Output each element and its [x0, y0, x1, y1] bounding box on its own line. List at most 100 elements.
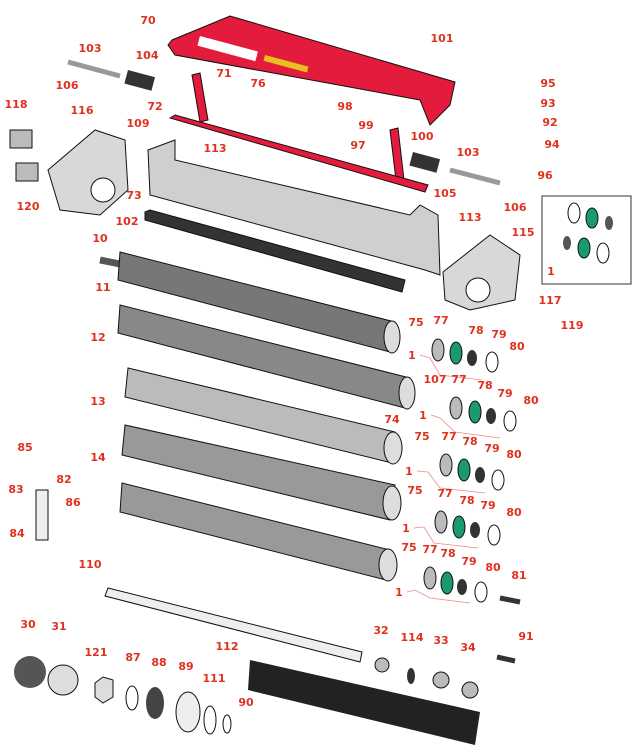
part-label: 79 — [461, 555, 476, 568]
part-label: 1 — [408, 349, 416, 362]
shaft-part — [104, 587, 363, 663]
brush-part — [248, 660, 480, 745]
part-label: 74 — [384, 413, 400, 426]
part-label: 78 — [459, 494, 474, 507]
part-label: 93 — [540, 97, 555, 110]
part-label: 86 — [65, 496, 81, 509]
part-label: 107 — [424, 373, 447, 386]
side-plate-right — [442, 234, 521, 311]
part-label: 119 — [561, 319, 584, 332]
part-label: 11 — [95, 281, 110, 294]
gear-part — [374, 657, 390, 673]
part-label: 33 — [433, 634, 448, 647]
part-label: 100 — [411, 130, 434, 143]
part-label: 103 — [79, 42, 102, 55]
side-plate-left — [47, 129, 129, 216]
part-label: 1 — [419, 409, 427, 422]
part-label: 104 — [136, 49, 159, 62]
part-label: 113 — [459, 211, 482, 224]
part-label: 111 — [203, 672, 226, 685]
part-label: 75 — [408, 316, 423, 329]
gear-part — [461, 681, 479, 699]
part-label: 78 — [468, 324, 483, 337]
part-label: 70 — [140, 14, 156, 27]
part-label: 105 — [434, 187, 457, 200]
part-label: 73 — [126, 189, 141, 202]
bearing-bore — [90, 177, 116, 203]
ring-part — [203, 705, 217, 735]
part-label: 32 — [373, 624, 388, 637]
bedknife-part — [144, 209, 406, 293]
housing-part — [147, 139, 441, 276]
part-label: 89 — [178, 660, 193, 673]
part-label: 106 — [56, 79, 79, 92]
part-label: 103 — [457, 146, 480, 159]
part-label: 77 — [433, 314, 448, 327]
part-label: 78 — [440, 547, 455, 560]
ring-part — [222, 714, 232, 734]
gear-part — [432, 671, 450, 689]
part-label: 10 — [92, 232, 108, 245]
part-label: 75 — [401, 541, 416, 554]
washer-part — [125, 685, 139, 711]
part-label: 75 — [414, 430, 429, 443]
bearing-bore — [465, 277, 491, 303]
part-label: 92 — [542, 116, 557, 129]
bracket-85-part — [35, 489, 49, 541]
part-label: 113 — [204, 142, 227, 155]
rod-part — [449, 167, 501, 186]
part-label: 85 — [17, 441, 32, 454]
part-label: 98 — [337, 100, 352, 113]
part-label: 79 — [480, 499, 495, 512]
part-label: 94 — [544, 138, 560, 151]
part-label: 14 — [90, 451, 106, 464]
part-label: 77 — [451, 373, 466, 386]
warning-decal-part — [263, 55, 309, 73]
spring-part — [124, 70, 156, 91]
bolt-part — [496, 654, 516, 664]
part-label: 77 — [437, 487, 452, 500]
part-label: 83 — [8, 483, 23, 496]
rod-part — [67, 59, 121, 79]
part-label: 121 — [85, 646, 108, 659]
sprocket-part — [14, 656, 46, 688]
part-label: 90 — [238, 696, 254, 709]
part-label: 117 — [539, 294, 562, 307]
bracket-part — [191, 72, 209, 123]
part-label: 115 — [512, 226, 535, 239]
part-label: 1 — [547, 265, 555, 278]
gear-part — [47, 664, 79, 696]
part-label: 78 — [462, 435, 477, 448]
part-label: 80 — [506, 506, 522, 519]
washer-part — [407, 668, 415, 684]
part-label: 82 — [56, 473, 71, 486]
part-label: 81 — [511, 569, 526, 582]
part-label: 75 — [407, 484, 422, 497]
part-label: 1 — [405, 465, 413, 478]
part-label: 116 — [71, 104, 94, 117]
part-label: 77 — [422, 543, 437, 556]
part-label: 80 — [485, 561, 501, 574]
bearing-kits — [423, 338, 517, 603]
part-label: 99 — [358, 119, 373, 132]
part-label: 72 — [147, 100, 162, 113]
part-label: 71 — [216, 67, 231, 80]
part-label: 80 — [506, 448, 522, 461]
bracket-part — [389, 127, 405, 181]
part-label: 88 — [151, 656, 166, 669]
part-label: 79 — [497, 387, 512, 400]
cup-part — [175, 691, 201, 733]
part-label: 80 — [523, 394, 539, 407]
bar-part — [168, 114, 429, 193]
part-label: 79 — [491, 328, 506, 341]
cover-part — [167, 15, 456, 126]
part-label: 1 — [395, 586, 403, 599]
bolt-part — [499, 595, 521, 605]
part-label: 1 — [402, 522, 410, 535]
part-labels: 70 101 103 104 106 71 76 118 116 72 98 9… — [5, 14, 584, 709]
roller-13 — [121, 424, 402, 521]
part-label: 78 — [477, 379, 492, 392]
part-label: 97 — [350, 139, 365, 152]
